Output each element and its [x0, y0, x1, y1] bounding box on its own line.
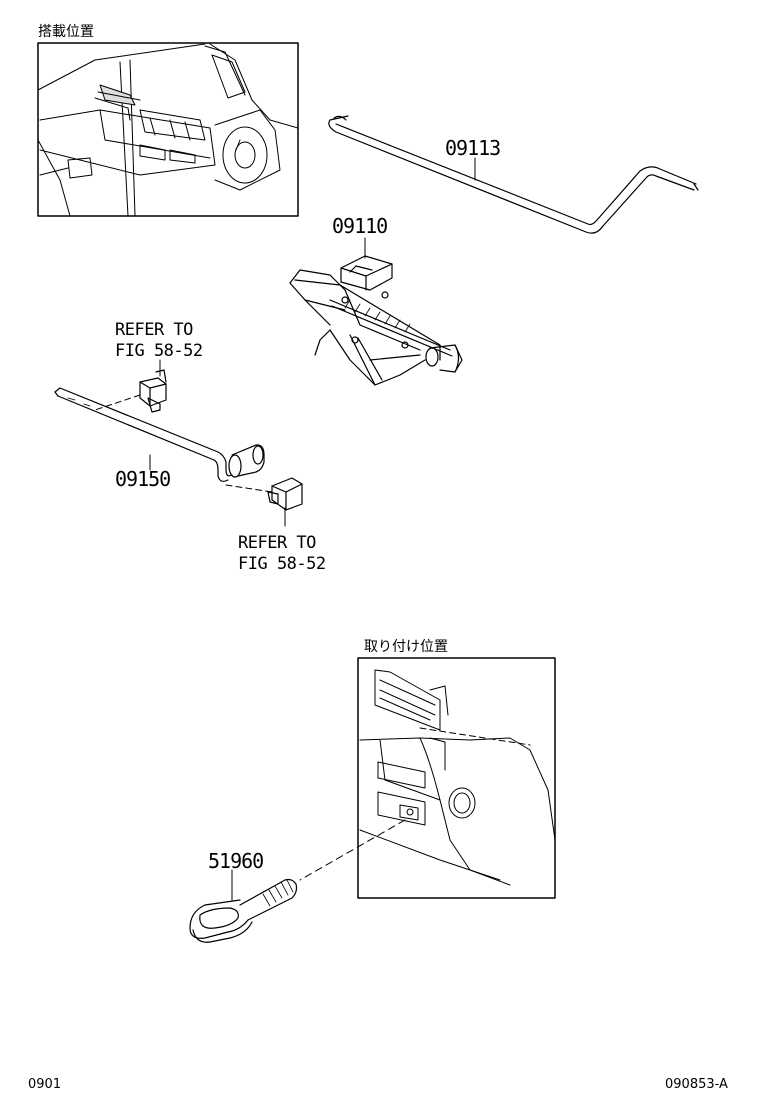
- install-location-label: 取り付け位置: [364, 639, 448, 655]
- ref-lower-line2[interactable]: FIG 58-52: [238, 554, 326, 574]
- ref-lower-line1[interactable]: REFER TO: [238, 533, 316, 553]
- ref-upper-line2[interactable]: FIG 58-52: [115, 341, 203, 361]
- vehicle-location-inset: [37, 42, 299, 217]
- scissor-jack-09110: [289, 237, 463, 386]
- vehicle-location-label: 搭載位置: [38, 24, 94, 40]
- lower-clip: [225, 477, 303, 527]
- part-number-51960[interactable]: 51960: [208, 849, 264, 873]
- ref-upper-line1[interactable]: REFER TO: [115, 320, 193, 340]
- part-number-09150[interactable]: 09150: [115, 467, 171, 491]
- install-location-inset: [357, 657, 556, 899]
- upper-clip: [94, 359, 167, 413]
- footer-left-code: 0901: [28, 1077, 62, 1092]
- part-number-09110[interactable]: 09110: [332, 214, 388, 238]
- jack-handle-09113: [328, 115, 699, 234]
- footer-right-code: 090853-A: [665, 1077, 728, 1092]
- towing-hook-51960: [189, 869, 298, 943]
- wheel-wrench-09150: [54, 387, 265, 482]
- hook-lead-line: [299, 819, 406, 881]
- part-number-09113[interactable]: 09113: [445, 136, 501, 160]
